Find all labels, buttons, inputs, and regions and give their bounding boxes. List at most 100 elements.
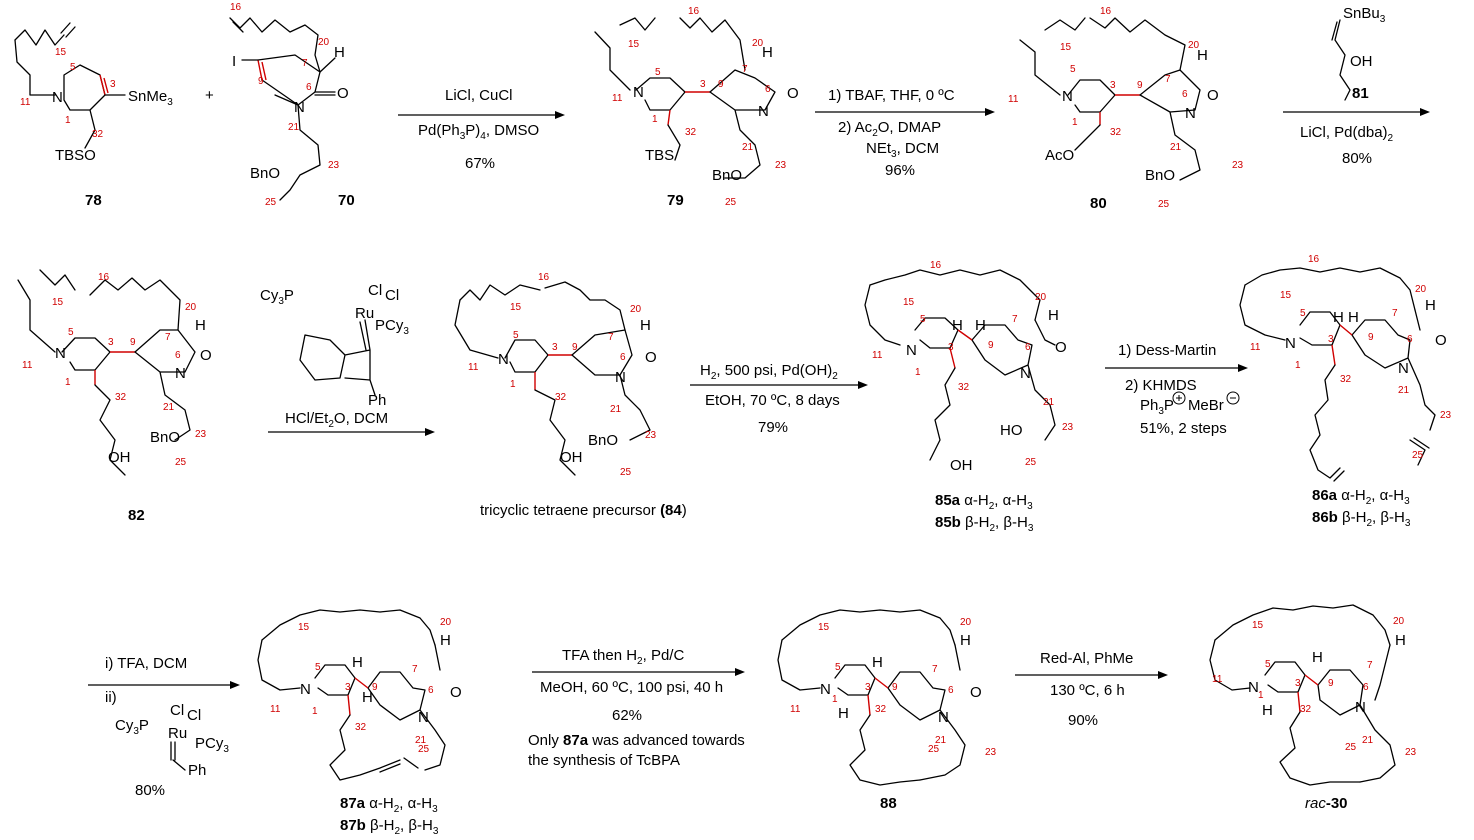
carbonyl-o: O	[787, 85, 799, 102]
num-32: 32	[355, 722, 367, 733]
h-atom-7: H	[1425, 297, 1436, 314]
num-15: 15	[628, 39, 640, 50]
num-21: 21	[935, 735, 947, 746]
compound-label-87a: 87a α-H2, α-H3	[340, 795, 438, 815]
num-20: 20	[1415, 284, 1427, 295]
num-23: 23	[1405, 747, 1417, 758]
carbonyl-o: O	[970, 684, 982, 701]
h-atom-7: H	[1048, 307, 1059, 324]
num-15: 15	[52, 297, 64, 308]
num-25: 25	[175, 457, 187, 468]
num-3: 3	[948, 342, 954, 353]
num-25: 25	[265, 197, 277, 208]
compound-87: N N O H H H 15 20 5 7 3 9 6 11 1 32 21 2…	[257, 609, 462, 837]
catalyst-cl1: Cl	[368, 282, 382, 299]
num-1: 1	[832, 694, 838, 705]
num-32: 32	[555, 392, 567, 403]
n-atom-right: N	[1398, 360, 1409, 377]
compound-label-80: 80	[1090, 195, 1107, 212]
carbonyl-o: O	[1207, 87, 1219, 104]
num-20: 20	[185, 302, 197, 313]
num-20: 20	[1188, 40, 1200, 51]
num-1: 1	[65, 377, 71, 388]
bno-group: BnO	[712, 167, 742, 184]
num-21: 21	[742, 142, 754, 153]
snme3-group: SnMe3	[128, 88, 173, 108]
n-atom-right: N	[758, 103, 769, 120]
compound-label-82: 82	[128, 507, 145, 524]
oh-group: OH	[560, 449, 583, 466]
num-15: 15	[903, 297, 915, 308]
num-21: 21	[1362, 735, 1374, 746]
num-15: 15	[298, 622, 310, 633]
h-atom-7: H	[1395, 632, 1406, 649]
arrow5-line1: H2, 500 psi, Pd(OH)2	[700, 362, 838, 382]
h-atom: H	[334, 44, 345, 61]
arrow8-note1: Only 87a was advanced towards	[528, 732, 745, 749]
num-1: 1	[312, 706, 318, 717]
num-23: 23	[1062, 422, 1074, 433]
num-21: 21	[1170, 142, 1182, 153]
arrow5-yield: 79%	[758, 419, 788, 436]
num-9: 9	[130, 337, 136, 348]
num-6: 6	[948, 685, 954, 696]
h-atom-9: H	[352, 654, 363, 671]
num-32: 32	[685, 127, 697, 138]
num-25: 25	[1412, 450, 1424, 461]
reaction-arrow-4: Cy3P Cl Cl Ru PCy3 Ph HCl/Et2O, DCM	[260, 282, 435, 436]
num-3: 3	[1295, 678, 1301, 689]
num-9: 9	[1328, 678, 1334, 689]
num-9: 9	[988, 340, 994, 351]
num-11: 11	[22, 360, 33, 371]
num-32: 32	[1300, 704, 1312, 715]
num-21: 21	[610, 404, 622, 415]
num-11: 11	[20, 97, 31, 108]
catalyst2-cl2: Cl	[187, 707, 201, 724]
arrow3-yield: 80%	[1342, 150, 1372, 167]
compound-label-85a: 85a α-H2, α-H3	[935, 492, 1033, 512]
num-11: 11	[1212, 674, 1223, 685]
bno-group: BnO	[588, 432, 618, 449]
arrow6-line1: 1) Dess-Martin	[1118, 342, 1216, 359]
num-20: 20	[440, 617, 452, 628]
num-16: 16	[688, 6, 700, 17]
num-20: 20	[630, 304, 642, 315]
bno-group: BnO	[1145, 167, 1175, 184]
num-16: 16	[538, 272, 550, 283]
num-15: 15	[1060, 42, 1072, 53]
h-atom-3: H	[1333, 309, 1344, 326]
num-3: 3	[108, 337, 114, 348]
num-11: 11	[790, 704, 801, 715]
arrow2-line3: NEt3, DCM	[866, 140, 939, 160]
h-atom-3: H	[1262, 702, 1273, 719]
h-atom-7: H	[440, 632, 451, 649]
num-32: 32	[875, 704, 887, 715]
num-5: 5	[513, 330, 519, 341]
n-atom-left: N	[1248, 679, 1259, 696]
reaction-arrow-5: H2, 500 psi, Pd(OH)2 EtOH, 70 ºC, 8 days…	[690, 362, 868, 436]
num-9: 9	[718, 79, 724, 90]
h-atom: H	[195, 317, 206, 334]
n-atom-right: N	[175, 365, 186, 382]
reagent-81-oh: OH	[1350, 53, 1373, 70]
num-6: 6	[428, 685, 434, 696]
num-3: 3	[110, 79, 116, 90]
catalyst2-cy3p: Cy3P	[115, 717, 149, 737]
num-3: 3	[1110, 80, 1116, 91]
num-7: 7	[165, 332, 171, 343]
arrow9-line2: 130 ºC, 6 h	[1050, 682, 1125, 699]
aco-group: AcO	[1045, 147, 1074, 164]
n-atom-left: N	[1062, 88, 1073, 105]
num-21: 21	[163, 402, 175, 413]
reaction-arrow-7: i) TFA, DCM ii) Cy3P Cl Cl Ru PCy3 Ph 80…	[88, 655, 240, 799]
num-25: 25	[620, 467, 632, 478]
catalyst-cy3p: Cy3P	[260, 287, 294, 307]
num-32: 32	[1340, 374, 1352, 385]
num-3: 3	[345, 682, 351, 693]
num-1: 1	[652, 114, 658, 125]
num-20: 20	[1035, 292, 1047, 303]
arrow1-yield: 67%	[465, 155, 495, 172]
carbonyl-o: O	[1055, 339, 1067, 356]
num-32: 32	[1110, 127, 1122, 138]
